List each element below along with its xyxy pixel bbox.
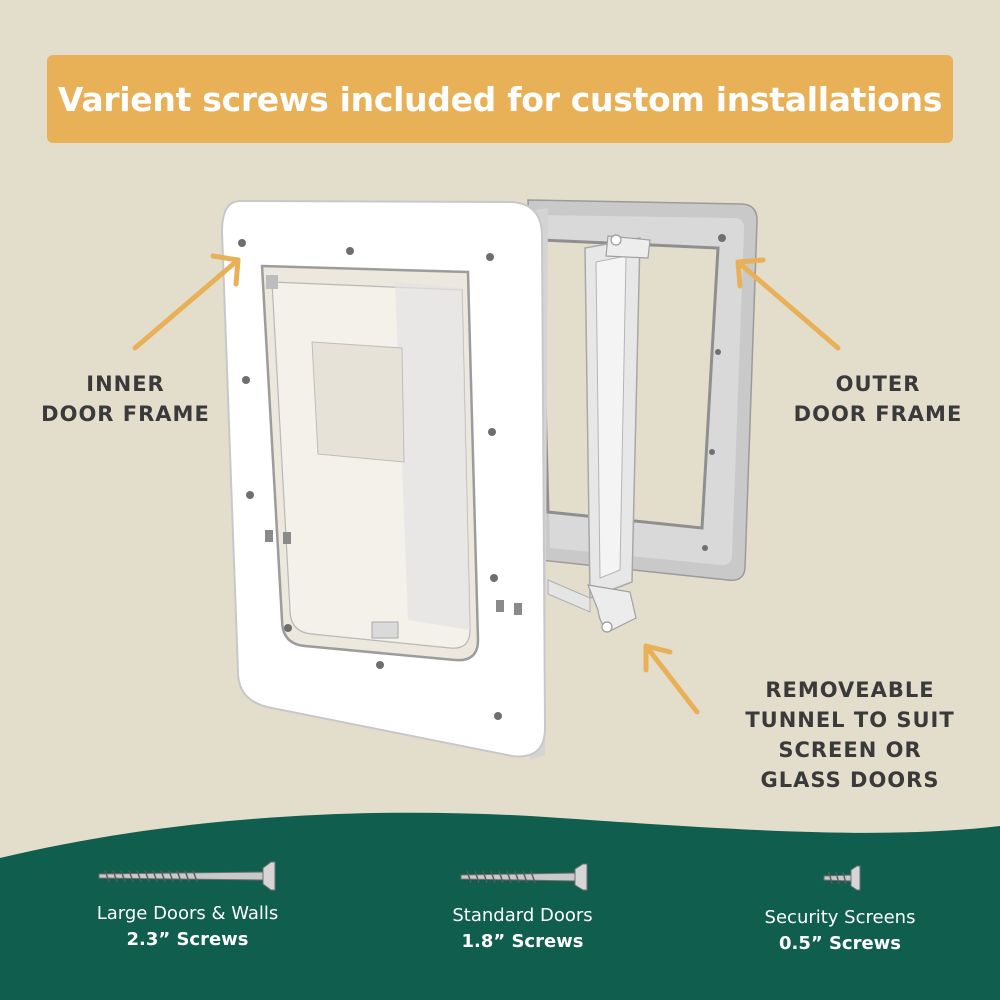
inner-door-frame [220,199,548,760]
tunnel-arrow [643,643,700,715]
inner-frame-arrow [132,253,241,351]
outer-door-frame-label: OUTER DOOR FRAME [793,372,963,426]
outer-frame-arrow [735,257,841,351]
headline-text: Varient screws included for custom insta… [57,79,943,119]
standard-screw-icon [460,863,588,891]
screw-caption-standard: Standard Doors 1.8” Screws [452,905,593,952]
headline-banner: Varient screws included for custom insta… [47,55,953,143]
security-screw-icon [823,865,861,891]
removeable-tunnel [547,234,651,633]
inner-door-frame-label: INNER DOOR FRAME [41,372,210,426]
screw-caption-large: Large Doors & Walls 2.3” Screws [96,903,279,950]
tunnel-label: REMOVEABLE TUNNEL TO SUIT SCREEN OR GLAS… [745,678,955,792]
large-screw-icon [98,861,276,891]
screw-caption-security: Security Screens 0.5” Screws [764,907,916,954]
